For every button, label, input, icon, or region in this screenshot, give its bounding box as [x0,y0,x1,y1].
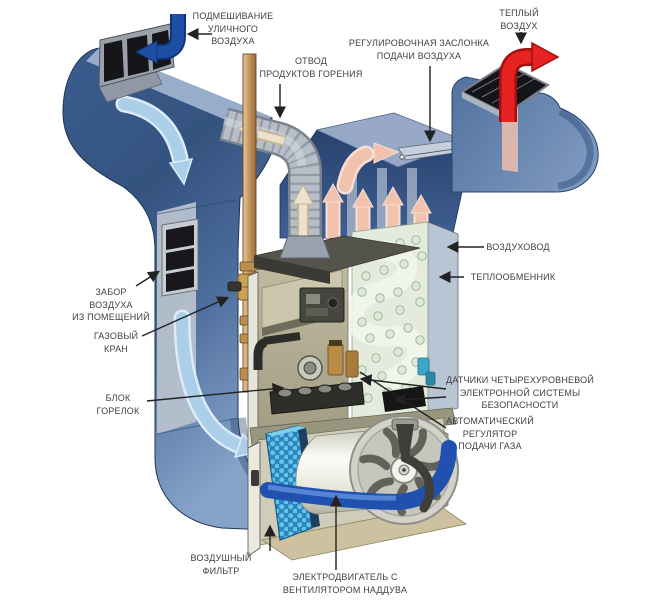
cabinet-top-skirt [254,256,330,284]
label-gas-regulator: АВТОМАТИЧЕСКИЙ РЕГУЛЯТОР ПОДАЧИ ГАЗА [446,416,534,451]
gas-control-box [299,287,345,323]
leader-safety-sensors-1 [359,374,447,390]
return-air-duct [62,47,274,531]
label-air-duct: ВОЗДУХОВОД [486,242,550,252]
blower-motor-bracket [391,418,435,513]
furnace-lower-cabinet [247,415,467,561]
label-heat-exchanger: ТЕПЛООБМЕННИК [470,272,556,282]
flue-arrow-up [292,183,314,242]
flue-vent-pipe [219,107,322,243]
leader-burner-block [146,382,285,402]
label-mix-outdoor-air: ПОДМЕШИВАНИЕ УЛИЧНОГО ВОЗДУХА [192,11,274,46]
outdoor-air-grille [98,23,175,103]
label-air-supply-damper: РЕГУЛИРОВОЧНАЯ ЗАСЛОНКА ПОДАЧИ ВОЗДУХА [348,38,490,61]
outlet-duct-shade [557,108,594,190]
warm-air-arrow [499,41,560,122]
label-burner-block: БЛОК ГОРЕЛОК [96,393,140,416]
duct-seam [156,417,239,435]
lower-left-wall [247,441,261,557]
room-intake-grille [161,218,199,297]
wall-latch [251,470,259,486]
callout-leaders [135,28,527,570]
label-warm-air: ТЕПЛЫЙ ВОЗДУХ [499,8,539,31]
outdoor-air-arrow [134,14,186,64]
leader-room-air-intake [135,270,161,287]
warm-air-outlet-duct [451,41,599,193]
gas-regulator-solenoid [327,343,344,376]
label-room-air-intake: ЗАБОР ВОЗДУХА ИЗ ПОМЕЩЕНИЙ [72,287,150,322]
safety-sensor-cluster [417,357,436,386]
burner-assembly [253,332,365,415]
label-gas-valve: ГАЗОВЫЙ КРАН [93,331,139,354]
hot-air-curved-arrow [336,142,400,195]
leader-safety-sensors-2 [393,393,447,406]
cool-air-flow-arrow-upper [115,95,194,186]
furnace-upper-cabinet [247,221,459,451]
label-air-filter: ВОЗДУШНЫЙ ФИЛЬТР [190,553,252,576]
flue-collar [279,235,331,259]
duct-seam [156,199,237,215]
label-blower-motor: ЭЛЕКТРОДВИГАТЕЛЬ С ВЕНТИЛЯТОРОМ НАДДУВА [282,572,408,595]
label-flue-gases-outlet: ОТВОД ПРОДУКТОВ ГОРЕНИЯ [259,56,363,79]
label-safety-sensors: ДАТЧИКИ ЧЕТЫРЕХУРОВНЕВОЙ ЭЛЕКТРОННОЙ СИС… [445,375,595,410]
leader-gas-regulator [359,371,447,429]
leader-gas-valve [141,296,230,337]
hot-air-arrow [322,182,344,238]
